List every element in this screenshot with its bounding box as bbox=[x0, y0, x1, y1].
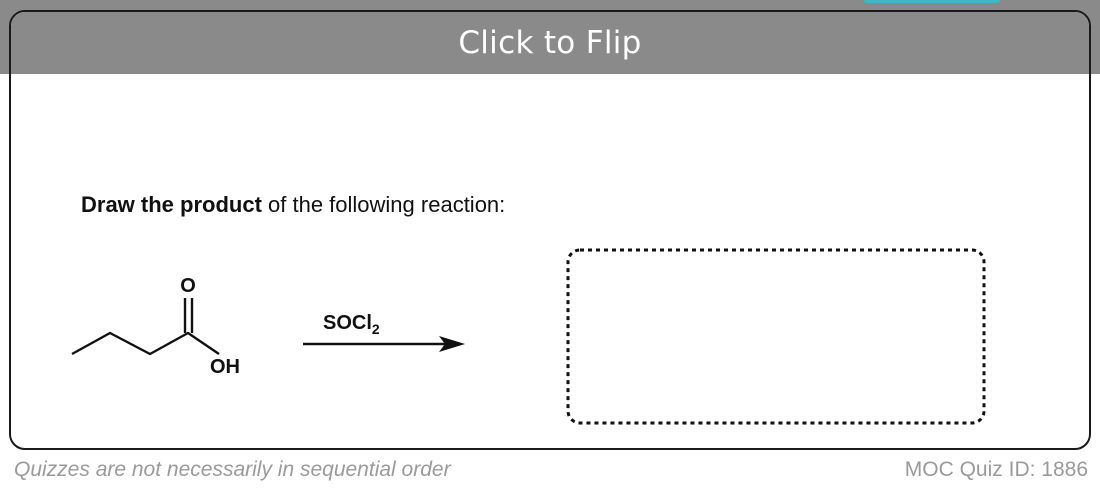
answer-box[interactable] bbox=[566, 248, 986, 425]
top-tab-accent[interactable] bbox=[864, 0, 1000, 3]
reagent-main: SOCl bbox=[323, 312, 372, 334]
carbonyl-oxygen-label: O bbox=[180, 275, 196, 297]
quiz-id: MOC Quiz ID: 1886 bbox=[904, 458, 1088, 481]
flip-label: Click to Flip bbox=[458, 25, 642, 61]
reagent-label: SOCl2 bbox=[323, 312, 380, 337]
reagent-subscript: 2 bbox=[372, 321, 380, 337]
prompt-bold: Draw the product bbox=[81, 192, 262, 217]
flip-header[interactable]: Click to Flip bbox=[11, 12, 1089, 74]
carbon-chain bbox=[71, 331, 220, 356]
question-prompt: Draw the product of the following reacti… bbox=[81, 192, 505, 218]
reaction-scheme: O OH SOCl2 bbox=[71, 248, 986, 425]
sequence-note: Quizzes are not necessarily in sequentia… bbox=[14, 458, 451, 481]
hydroxyl-label: OH bbox=[210, 356, 240, 378]
flashcard[interactable]: Click to Flip Draw the product of the fo… bbox=[9, 10, 1091, 450]
reaction-arrow-head bbox=[439, 336, 465, 352]
prompt-rest: of the following reaction: bbox=[261, 192, 506, 217]
